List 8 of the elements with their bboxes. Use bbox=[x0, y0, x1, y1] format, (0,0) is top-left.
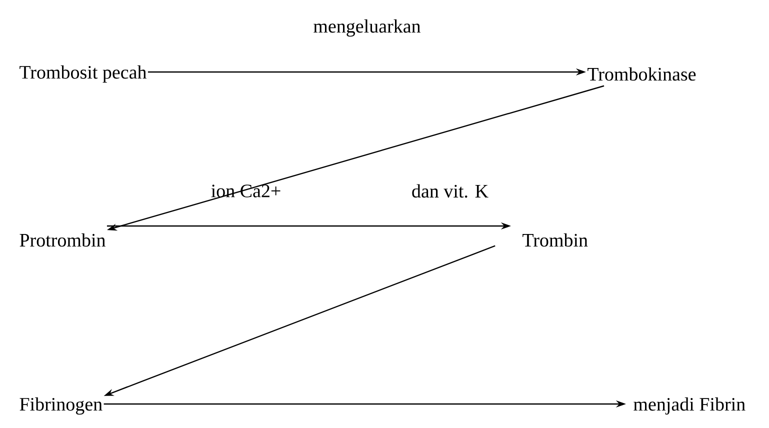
edge-label: mengeluarkan bbox=[314, 19, 420, 37]
node-label: Trombokinase bbox=[588, 67, 696, 81]
node-label: Fibrinogen bbox=[20, 397, 102, 415]
note-label: dan vit. K bbox=[412, 184, 488, 198]
node-label: Trombin bbox=[522, 233, 588, 247]
node-label: Trombosit pecah bbox=[20, 65, 146, 83]
node-label: menjadi Fibrin bbox=[634, 397, 746, 415]
node-label: Protrombin bbox=[20, 233, 106, 247]
